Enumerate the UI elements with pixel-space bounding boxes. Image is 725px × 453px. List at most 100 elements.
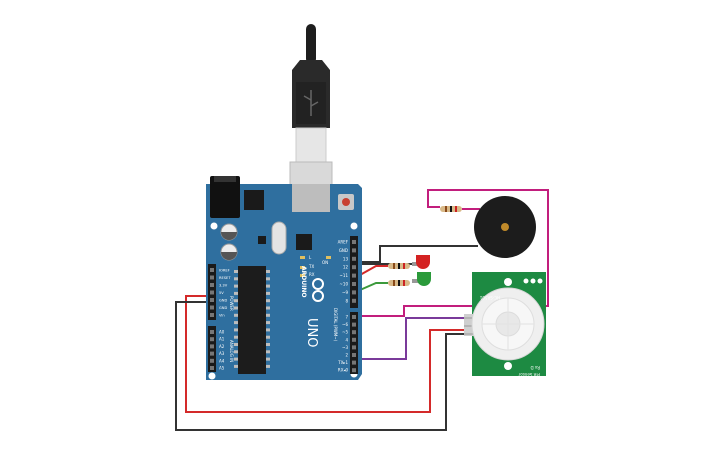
digital-pin-socket[interactable]	[352, 273, 356, 278]
wire-led-red[interactable]	[359, 265, 388, 276]
digital-pin-socket[interactable]	[352, 330, 356, 335]
digital-pin-socket[interactable]	[352, 345, 356, 350]
board-leds: L TX RX ON	[300, 255, 331, 277]
digital-pin-socket[interactable]	[352, 315, 356, 319]
power-pin-socket[interactable]	[210, 283, 214, 287]
analog-header	[208, 326, 216, 372]
power-pin-socket[interactable]	[210, 275, 214, 280]
arduino-logo-text: ARDUINO	[300, 266, 307, 297]
pir-sensor[interactable]: HC-SR501 PIR Sensor Rx D	[464, 272, 546, 377]
power-pin-label: IOREF	[219, 269, 230, 273]
mount-hole	[208, 372, 216, 380]
digital-pin-label: ~9	[342, 290, 348, 295]
wire-signal-purple[interactable]	[360, 317, 468, 360]
digital-pin-label: TX▸1	[337, 360, 348, 365]
digital-pin-label: ~11	[340, 273, 349, 278]
power-pin-label: RESET	[219, 276, 231, 280]
analog-pin-socket[interactable]	[210, 366, 214, 370]
arduino-uno-board[interactable]: L TX RX ON ARDUINO UNO DIGITAL (PWM~) PO…	[206, 176, 362, 380]
digital-pin-label: ~10	[340, 282, 349, 287]
led-label-tx: TX	[308, 264, 314, 269]
led-label-rx: RX	[309, 272, 315, 277]
analog-pin-label: A0	[219, 330, 225, 335]
wire-buzzer-pink[interactable]	[360, 189, 549, 317]
infinity-icon	[312, 278, 324, 302]
wire-5v-red[interactable]	[185, 295, 468, 413]
crystal	[271, 221, 287, 255]
digital-header-title: DIGITAL (PWM~)	[333, 308, 338, 342]
power-pin-socket[interactable]	[210, 290, 214, 295]
digital-header-bottom	[350, 312, 358, 374]
capacitors	[220, 223, 238, 261]
dc-jack	[210, 176, 240, 218]
analog-pin-socket[interactable]	[210, 351, 214, 356]
digital-pin-socket[interactable]	[352, 290, 356, 295]
digital-pin-socket[interactable]	[352, 322, 356, 327]
power-pin-socket[interactable]	[210, 298, 214, 302]
resistor-green-led[interactable]	[388, 280, 410, 286]
power-pin-label: GND	[219, 299, 227, 303]
digital-pin-socket[interactable]	[352, 337, 356, 342]
digital-pin-label: 13	[343, 256, 349, 261]
analog-pin-label: A3	[219, 351, 225, 356]
wires	[175, 189, 549, 431]
usb-cable[interactable]	[289, 24, 333, 211]
wire-gnd-black[interactable]	[175, 301, 468, 431]
digital-pin-socket[interactable]	[352, 360, 356, 365]
digital-pin-socket[interactable]	[352, 248, 356, 253]
mount-hole	[504, 362, 512, 370]
digital-pin-label: AREF	[338, 240, 349, 245]
digital-pin-socket[interactable]	[352, 353, 356, 357]
digital-pin-socket[interactable]	[352, 265, 356, 270]
digital-pin-label: 12	[343, 265, 349, 270]
usb-socket	[292, 184, 330, 212]
resistor-buzzer[interactable]	[440, 206, 462, 212]
pir-pin-labels: Rx D	[531, 365, 541, 370]
digital-header-top	[350, 236, 358, 308]
wire-led-green[interactable]	[359, 282, 388, 291]
analog-pin-socket[interactable]	[210, 330, 214, 334]
digital-pin-label: 4	[345, 337, 348, 342]
analog-pin-socket[interactable]	[210, 358, 214, 363]
digital-pin-label: ~6	[342, 322, 348, 327]
mount-hole	[210, 222, 218, 230]
usb-icon	[303, 90, 319, 116]
digital-pin-socket[interactable]	[352, 282, 356, 286]
digital-pin-socket[interactable]	[352, 256, 356, 261]
led-red[interactable]	[412, 255, 430, 269]
analog-pin-label: A2	[219, 344, 225, 349]
digital-pin-label: 8	[345, 298, 348, 303]
mount-hole	[504, 278, 512, 286]
digital-pin-label: RX◂0	[338, 368, 349, 373]
digital-pin-label: ~5	[342, 330, 348, 335]
resistor-red-led[interactable]	[388, 263, 410, 269]
power-pin-socket[interactable]	[210, 268, 214, 272]
atmega-chip	[234, 266, 270, 374]
analog-pin-label: A5	[219, 366, 225, 371]
digital-pin-socket[interactable]	[352, 298, 356, 303]
power-pin-socket[interactable]	[210, 305, 214, 310]
power-pin-label: GND	[219, 306, 227, 310]
led-green[interactable]	[412, 272, 431, 286]
on-label: ON	[322, 260, 328, 265]
analog-pin-socket[interactable]	[210, 337, 214, 342]
power-header-title: POWER	[229, 296, 234, 311]
mount-hole	[350, 222, 358, 230]
digital-pin-label: ~3	[342, 345, 348, 350]
voltage-regulator	[244, 190, 264, 210]
fresnel-lens	[471, 287, 545, 361]
digital-pin-label: 7	[345, 315, 348, 320]
analog-pin-label: A4	[219, 358, 225, 363]
pir-top-label: HC-SR501	[479, 295, 500, 300]
analog-pin-socket[interactable]	[210, 344, 214, 349]
digital-pin-socket[interactable]	[352, 368, 356, 373]
wire-buzzer-gnd[interactable]	[360, 245, 478, 263]
pir-bottom-label: PIR Sensor	[518, 372, 540, 377]
digital-pin-label: GND	[339, 248, 348, 253]
piezo-buzzer[interactable]	[474, 196, 536, 258]
digital-pin-socket[interactable]	[352, 240, 356, 244]
power-pin-socket[interactable]	[210, 313, 214, 317]
power-pin-label: 3.3V	[219, 284, 228, 288]
analog-pin-label: A1	[219, 337, 225, 342]
